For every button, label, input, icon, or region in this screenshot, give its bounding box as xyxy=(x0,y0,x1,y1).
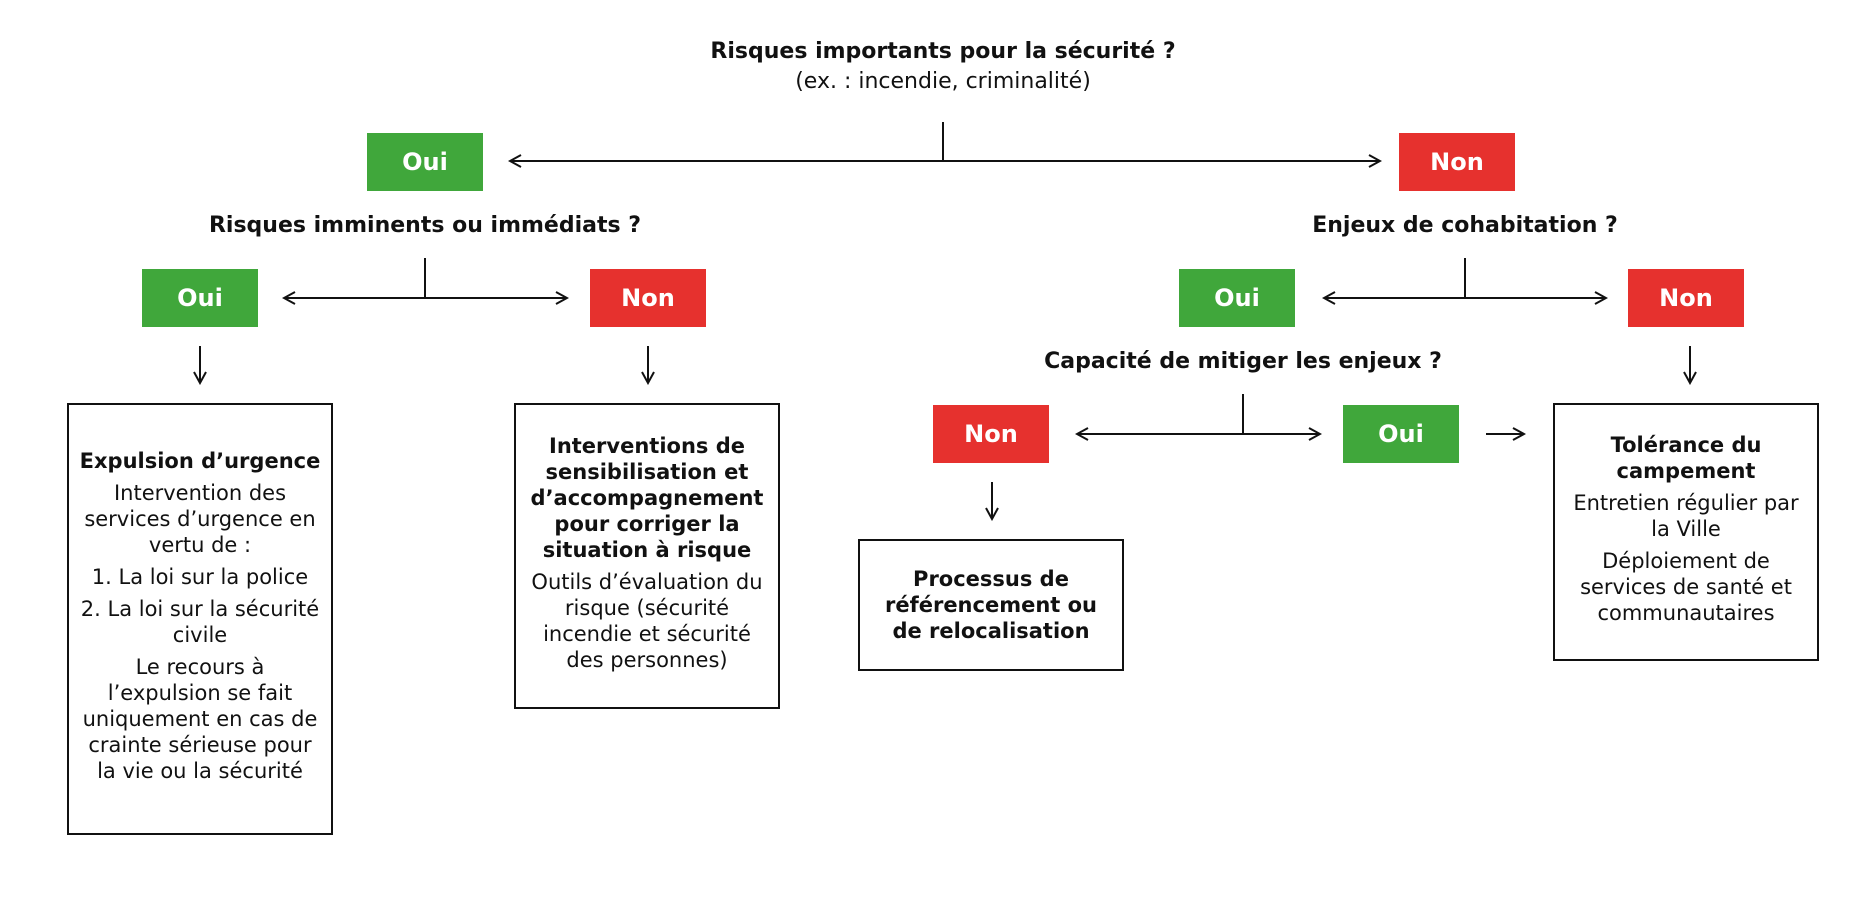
badge-yes-mitigation: Oui xyxy=(1343,405,1459,463)
box-emergency-expulsion-line: Le recours à l’expulsion se fait uniquem… xyxy=(82,655,318,783)
box-emergency-expulsion-line: 1. La loi sur la police xyxy=(91,565,309,589)
box-camp-tolerance: Tolérance du campement Entretien régulie… xyxy=(1553,403,1819,661)
question-imminent-risks: Risques imminents ou immédiats ? xyxy=(208,213,642,238)
badge-yes-cohabitation: Oui xyxy=(1179,269,1295,327)
badge-no-imminent: Non xyxy=(590,269,706,327)
badge-no-mitigation: Non xyxy=(933,405,1049,463)
badge-no-cohabitation: Non xyxy=(1628,269,1744,327)
box-awareness-interventions-title: Interventions de sensibilisation et d’ac… xyxy=(530,434,764,562)
box-referral-relocation: Processus de référencement ou de relocal… xyxy=(858,539,1124,671)
box-awareness-interventions: Interventions de sensibilisation et d’ac… xyxy=(514,403,780,709)
question-mitigation: Capacité de mitiger les enjeux ? xyxy=(1044,349,1442,374)
badge-yes-imminent: Oui xyxy=(142,269,258,327)
badge-yes-safety: Oui xyxy=(367,133,483,191)
box-emergency-expulsion: Expulsion d’urgence Intervention des ser… xyxy=(67,403,333,835)
question-safety-risks: Risques importants pour la sécurité ? (e… xyxy=(643,37,1243,97)
box-referral-relocation-title: Processus de référencement ou de relocal… xyxy=(884,567,1098,643)
box-camp-tolerance-title: Tolérance du campement xyxy=(1610,433,1762,483)
box-awareness-interventions-line: Outils d’évaluation du risque (sécurité … xyxy=(531,570,763,672)
box-emergency-expulsion-line: 2. La loi sur la sécurité civile xyxy=(80,597,320,647)
question-safety-risks-subtitle: (ex. : incendie, criminalité) xyxy=(795,69,1091,94)
box-camp-tolerance-line: Entretien régulier par la Ville xyxy=(1573,491,1799,541)
box-camp-tolerance-line: Déploiement de services de santé et comm… xyxy=(1580,549,1792,625)
question-safety-risks-title: Risques importants pour la sécurité ? xyxy=(710,39,1176,64)
box-emergency-expulsion-line: Intervention des services d’urgence en v… xyxy=(84,481,316,557)
badge-no-safety: Non xyxy=(1399,133,1515,191)
question-cohabitation: Enjeux de cohabitation ? xyxy=(1312,213,1618,238)
box-emergency-expulsion-title: Expulsion d’urgence xyxy=(79,449,321,473)
